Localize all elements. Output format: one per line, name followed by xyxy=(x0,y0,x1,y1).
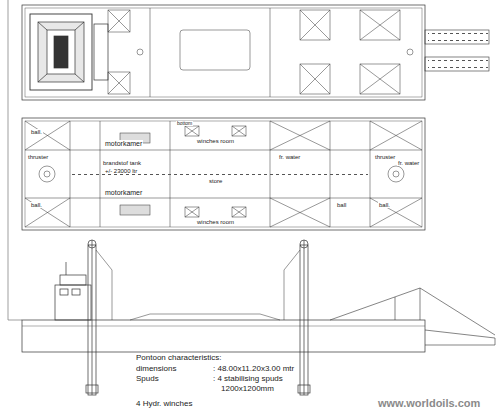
note-text: Pontoon characteristics: xyxy=(136,354,221,362)
room-label: thruster xyxy=(374,154,396,160)
note-text: 1200x1200mm xyxy=(221,385,274,393)
room-label: thruster xyxy=(27,154,49,160)
watermark: www.worldoils.com xyxy=(378,398,480,409)
room-label: winches room xyxy=(196,219,235,225)
room-label: ball. xyxy=(378,202,391,208)
note-text: : 4 stabilising spuds xyxy=(213,375,283,383)
room-label: ball. xyxy=(30,202,43,208)
note-text: 4 Hydr. winches xyxy=(136,400,192,408)
room-label: brandstof tank xyxy=(102,160,142,166)
room-label: bottom xyxy=(176,121,193,126)
room-label: ball. xyxy=(30,129,43,135)
room-label: +/- 23000 ltr xyxy=(104,168,138,174)
room-label: motorkamer xyxy=(104,140,143,147)
room-label: ball xyxy=(336,202,347,208)
room-label: store xyxy=(208,178,223,184)
note-text: dimensions xyxy=(136,365,176,373)
note-text: : 48.00x11.20x3.00 mtr xyxy=(213,365,294,373)
room-label: fr. water xyxy=(278,154,301,160)
room-label: winches room xyxy=(196,138,235,144)
room-label: fr. water xyxy=(397,160,420,166)
note-text: Spuds xyxy=(136,375,159,383)
room-label: motorkamer xyxy=(104,189,143,196)
